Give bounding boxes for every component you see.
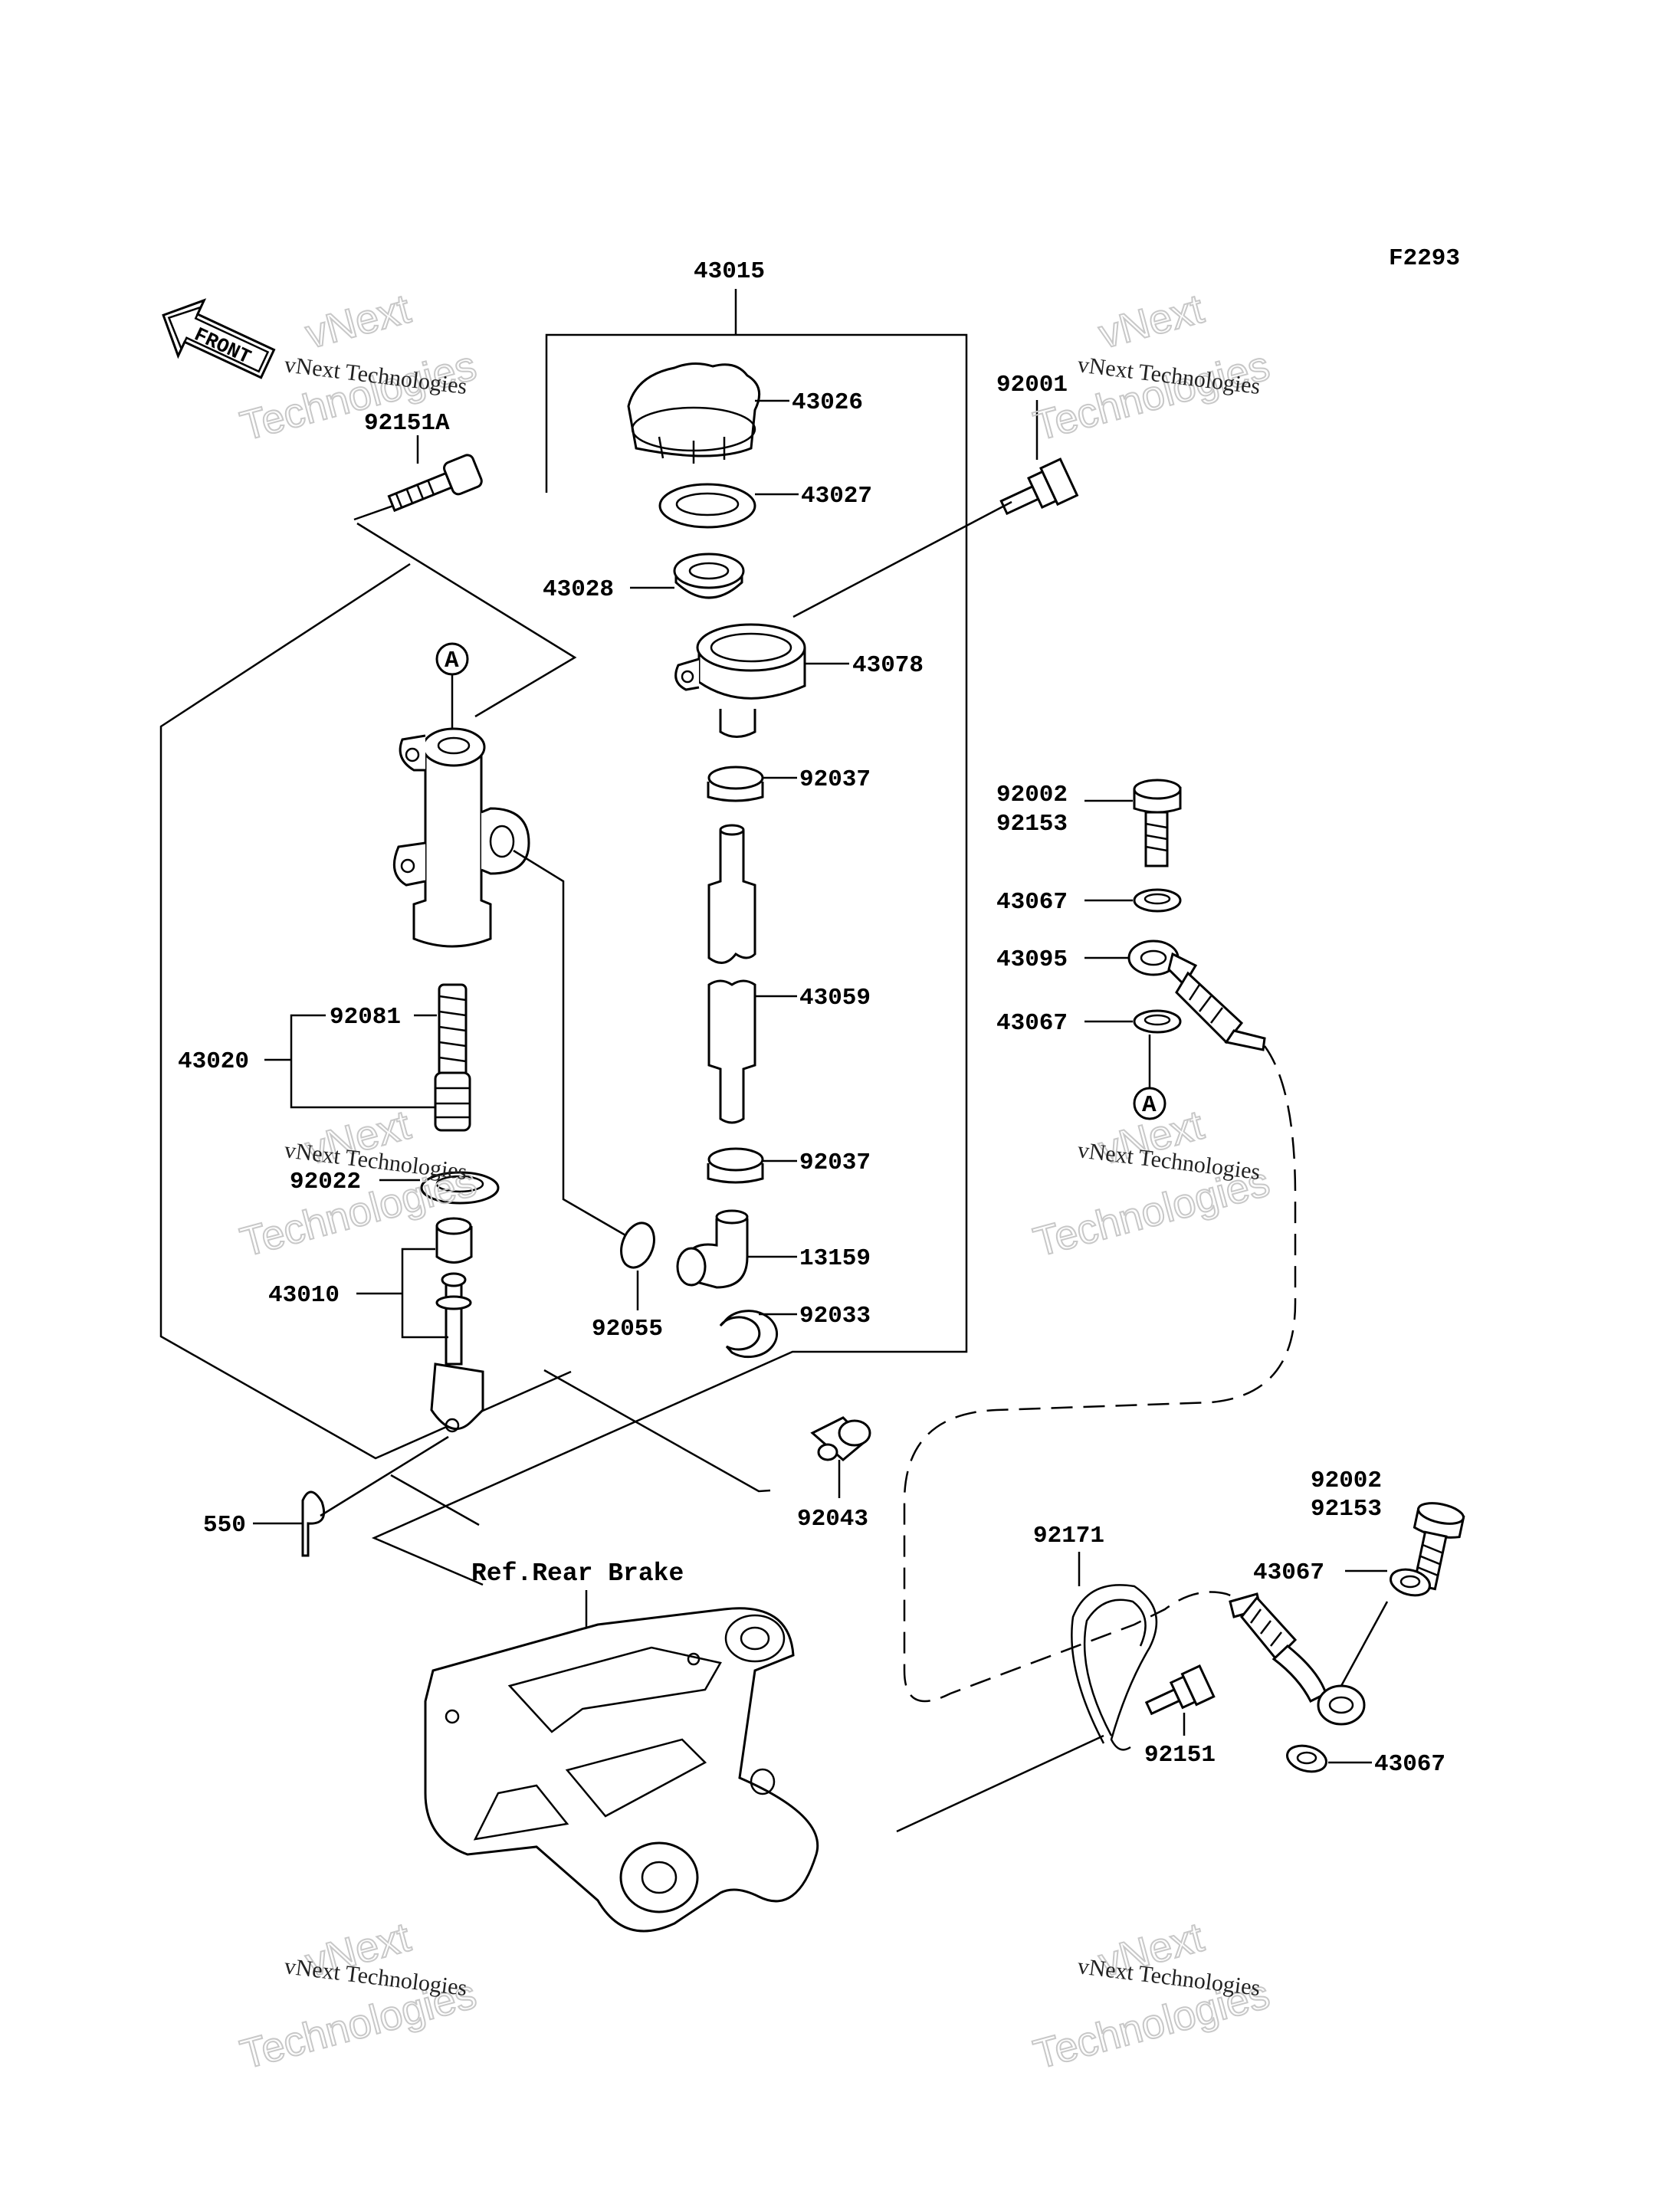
- assembly-outline: [159, 562, 572, 1460]
- svg-text:vNext: vNext: [1094, 286, 1209, 358]
- hose-joint-elbow: [676, 1209, 749, 1289]
- reservoir-hose: [707, 824, 756, 1124]
- callout-43095: 43095: [996, 946, 1068, 973]
- reservoir-cap: [627, 362, 761, 464]
- reservoir-tank: [674, 623, 806, 738]
- callout-92151A: 92151A: [364, 410, 450, 437]
- brake-hose-upper: [1127, 939, 1266, 1051]
- brake-hose-lower: [1229, 1592, 1366, 1726]
- callout-43067-3: 43067: [1253, 1559, 1324, 1586]
- callout-92001: 92001: [996, 372, 1068, 398]
- callout-92055: 92055: [592, 1316, 663, 1343]
- callout-43026: 43026: [792, 389, 863, 416]
- callout-43067-4: 43067: [1374, 1751, 1445, 1778]
- cotter-pin: [301, 1490, 326, 1557]
- connector-a-left: [435, 642, 469, 676]
- connector-a-right: [1133, 1087, 1166, 1120]
- callout-13159: 13159: [799, 1245, 871, 1272]
- watermark-bottom-right: vNext Technologies vNext Technologies: [1029, 1913, 1275, 2079]
- banjo-bolt-upper: [1133, 779, 1182, 867]
- callout-92081: 92081: [330, 1004, 401, 1031]
- callout-43020: 43020: [178, 1048, 249, 1075]
- callout-43027: 43027: [801, 483, 872, 510]
- watermark-top-right: vNext Technologies vNext Technologies: [1029, 285, 1275, 451]
- circlip: [719, 1310, 779, 1359]
- hose-clamp-upper: [707, 766, 764, 802]
- callout-92037-upper: 92037: [799, 766, 871, 793]
- bolt-92151A: [387, 454, 483, 513]
- assembly-bracket-43015: [371, 333, 968, 1586]
- callout-550: 550: [203, 1512, 246, 1539]
- rear-brake-bracket: [424, 1607, 819, 1933]
- callout-92043: 92043: [797, 1506, 868, 1533]
- callout-43015: 43015: [694, 258, 765, 285]
- svg-text:vNext: vNext: [301, 286, 415, 358]
- figure-code: F2293: [1389, 245, 1460, 272]
- master-cylinder-body: [392, 727, 530, 948]
- o-ring: [620, 1221, 655, 1269]
- callout-92022: 92022: [290, 1169, 361, 1195]
- callout-92002-lower: 92002: [1311, 1467, 1382, 1494]
- hose-guide-clamp: [1071, 1584, 1158, 1751]
- callout-43028: 43028: [543, 576, 614, 603]
- callout-92033: 92033: [799, 1303, 871, 1330]
- callout-92002-upper: 92002: [996, 782, 1068, 808]
- hose-clamp-lower: [707, 1147, 764, 1184]
- callout-92171: 92171: [1033, 1523, 1104, 1549]
- connector-a-left-label: A: [445, 648, 459, 674]
- bolt-92151: [1144, 1664, 1216, 1716]
- connector-a-right-label: A: [1142, 1092, 1157, 1119]
- callout-92151: 92151: [1144, 1742, 1216, 1769]
- bolt-92001: [999, 457, 1079, 516]
- diaphragm-plate: [658, 483, 756, 529]
- callout-43010: 43010: [268, 1282, 340, 1309]
- washer-1: [1133, 888, 1182, 913]
- front-arrow-icon: FRONT: [162, 298, 276, 379]
- diaphragm: [673, 553, 745, 599]
- clevis-pin: [810, 1416, 871, 1461]
- callout-92153-upper: 92153: [996, 811, 1068, 838]
- washer-3: [1390, 1568, 1431, 1597]
- watermark-bottom-left: vNext Technologies vNext Technologies: [235, 1913, 482, 2079]
- callout-43078: 43078: [852, 652, 924, 679]
- washer-2: [1133, 1009, 1182, 1034]
- watermark-middle-right: vNext Technologies vNext Technologies: [1029, 1101, 1275, 1267]
- callout-92153-lower: 92153: [1311, 1496, 1382, 1523]
- callout-43067-2: 43067: [996, 1010, 1068, 1037]
- piston-43020: [434, 1071, 471, 1132]
- callout-92037-lower: 92037: [799, 1149, 871, 1176]
- washer-4: [1286, 1744, 1327, 1773]
- ref-rear-brake-label: Ref.Rear Brake: [471, 1559, 684, 1588]
- callout-43059: 43059: [799, 985, 871, 1012]
- push-rod: [430, 1217, 484, 1433]
- callout-43067-1: 43067: [996, 889, 1068, 916]
